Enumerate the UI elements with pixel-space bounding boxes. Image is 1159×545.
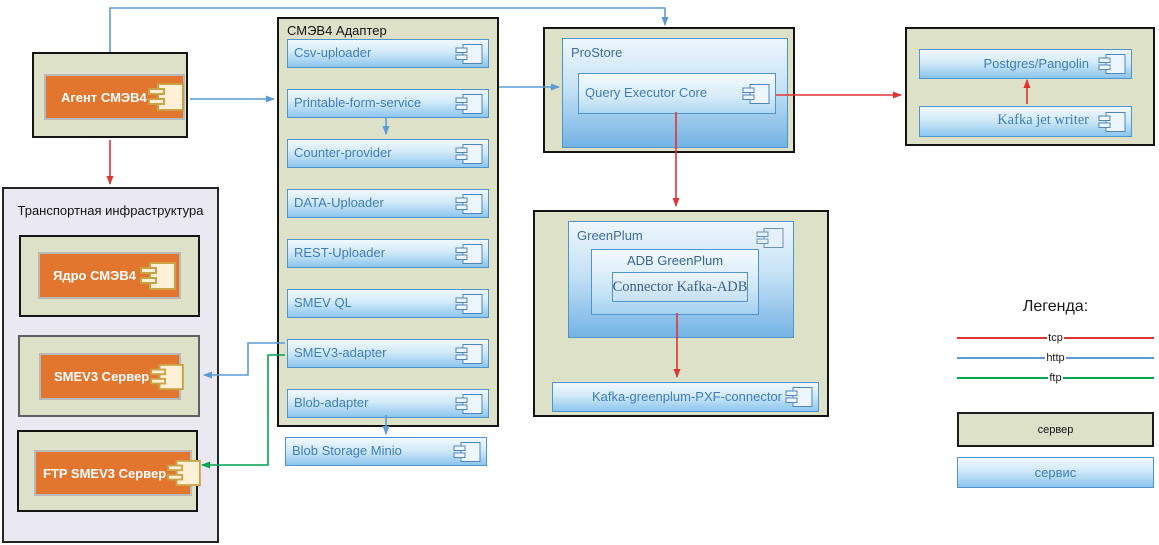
prostore-panel: ProStore Query Executor Core	[562, 38, 788, 148]
component-label: Query Executor Core	[585, 85, 708, 100]
component-data-uploader: DATA-Uploader	[287, 189, 489, 218]
connector-kafka-adb-box: Connector Kafka-ADB	[612, 272, 748, 302]
adb-greenplum-box: ADB GreenPlum Connector Kafka-ADB	[591, 249, 759, 315]
legend-line-tcp: tcp	[957, 330, 1154, 346]
component-postgres-pangolin: Postgres/Pangolin	[919, 49, 1132, 79]
smev3-server-component: SMEV3 Сервер	[39, 353, 185, 400]
component-kafka-greenplum-pxf-connector: Kafka-greenplum-PXF-connector	[552, 382, 819, 412]
tcp-label: tcp	[1047, 332, 1064, 344]
component-label: DATA-Uploader	[294, 195, 384, 210]
component-rest-uploader: REST-Uploader	[287, 239, 489, 268]
storage-cluster-container: Postgres/Pangolin Kafka jet writer	[905, 27, 1155, 146]
component-label: REST-Uploader	[294, 245, 386, 260]
legend-line-http: http	[957, 350, 1154, 366]
component-label: SMEV3-adapter	[294, 345, 387, 360]
greenplum-title: GreenPlum	[577, 228, 643, 243]
ftp-label: ftp	[1048, 372, 1063, 384]
legend-title: Легенда:	[1022, 298, 1089, 315]
legend-service-label: сервис	[1034, 465, 1077, 480]
component-icon	[1098, 54, 1126, 74]
component-icon	[455, 293, 483, 314]
yadro-component: Ядро СМЭВ4	[38, 252, 181, 299]
component-label: Postgres/Pangolin	[983, 55, 1089, 71]
component-icon	[150, 363, 185, 390]
legend-server-label: сервер	[1037, 423, 1074, 436]
legend-server-sample: сервер	[957, 412, 1154, 447]
component-icon	[455, 193, 483, 214]
agent-label: Агент СМЭВ4	[61, 89, 147, 105]
component-icon	[455, 43, 483, 64]
component-icon	[742, 83, 770, 104]
adapter-container: СМЭВ4 Адаптер Csv-uploader Printable-for…	[277, 17, 499, 427]
component-smev3-adapter: SMEV3-adapter	[287, 339, 489, 368]
yadro-label: Ядро СМЭВ4	[53, 268, 137, 283]
ftp-smev3-component: FTP SMEV3 Сервер	[34, 450, 201, 496]
transport-container: Транспортная инфраструктура Ядро СМЭВ4 S…	[2, 187, 219, 543]
component-icon	[455, 393, 483, 414]
component-label: Kafka-greenplum-PXF-connector	[591, 388, 782, 404]
component-label: SMEV QL	[294, 295, 352, 310]
component-icon	[455, 143, 483, 164]
http-label: http	[1045, 352, 1066, 364]
adb-greenplum-title: ADB GreenPlum	[626, 253, 724, 268]
node-ftp-smev3-server: FTP SMEV3 Сервер	[17, 430, 201, 512]
node-yadro-smev4: Ядро СМЭВ4	[19, 235, 200, 317]
ftp-smev3-label: FTP SMEV3 Сервер	[43, 465, 167, 481]
component-icon	[455, 343, 483, 364]
transport-title: Транспортная инфраструктура	[17, 203, 204, 218]
component-kafka-jet-writer: Kafka jet writer	[919, 106, 1132, 137]
component-icon	[140, 261, 176, 290]
component-icon	[785, 387, 813, 407]
component-label: Blob-adapter	[294, 395, 369, 410]
adapter-title: СМЭВ4 Адаптер	[287, 23, 387, 38]
agent-component: Агент СМЭВ4	[44, 74, 185, 120]
component-icon	[453, 441, 481, 462]
node-smev3-server: SMEV3 Сервер	[18, 335, 200, 417]
component-blob-storage-minio: Blob Storage Minio	[285, 437, 487, 466]
component-label: Csv-uploader	[294, 45, 372, 60]
component-label: Kafka jet writer	[997, 112, 1089, 128]
component-icon	[1098, 111, 1126, 132]
legend-line-ftp: ftp	[957, 370, 1154, 386]
component-smev-ql: SMEV QL	[287, 289, 489, 318]
component-blob-adapter: Blob-adapter	[287, 389, 489, 418]
node-agent-smev4: Агент СМЭВ4	[32, 52, 188, 138]
prostore-title: ProStore	[571, 45, 623, 60]
component-label: Blob Storage Minio	[292, 443, 402, 458]
component-icon	[167, 459, 201, 487]
component-counter-provider: Counter-provider	[287, 139, 489, 168]
greenplum-container: GreenPlum ADB GreenPlum Connector Kafka-…	[533, 210, 829, 417]
component-label: Counter-provider	[294, 145, 392, 160]
component-icon	[455, 93, 483, 114]
prostore-container: ProStore Query Executor Core	[543, 27, 795, 153]
legend-service-sample: сервис	[957, 457, 1154, 488]
component-csv-uploader: Csv-uploader	[287, 39, 489, 68]
component-icon	[147, 83, 184, 111]
component-printable-form-service: Printable-form-service	[287, 89, 489, 118]
component-label: Printable-form-service	[294, 95, 422, 110]
smev3-server-label: SMEV3 Сервер	[54, 369, 150, 384]
greenplum-panel: GreenPlum ADB GreenPlum Connector Kafka-…	[568, 221, 794, 338]
component-icon	[756, 228, 784, 248]
component-icon	[455, 243, 483, 264]
component-query-executor-core: Query Executor Core	[578, 73, 776, 114]
